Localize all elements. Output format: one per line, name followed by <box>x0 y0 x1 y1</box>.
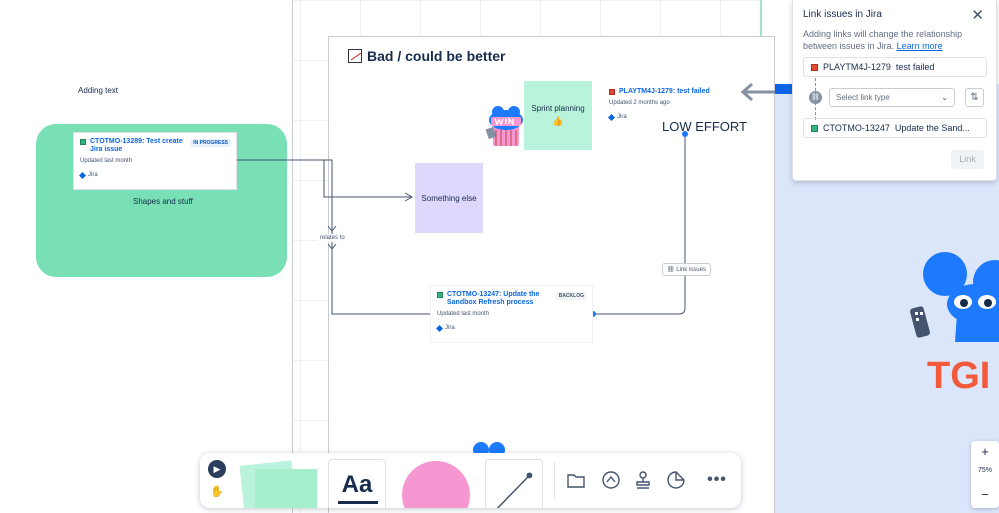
text-tool[interactable]: Aa <box>328 459 386 508</box>
target-issue-row: CTOTMO-13247 Update the Sand... <box>803 118 987 138</box>
close-icon[interactable]: ✕ <box>971 7 984 24</box>
line-tool-icon <box>496 472 533 508</box>
swap-direction-button[interactable]: ⇅ <box>965 88 984 107</box>
sticky-note-something-else[interactable]: Something else <box>415 163 483 233</box>
card-source: Jira <box>78 171 230 179</box>
toolbar-divider <box>554 462 555 499</box>
dialog-description: Adding links will change the relationshi… <box>803 29 963 51</box>
status-badge: BACKLOG <box>555 292 587 300</box>
card-updated: Updated last month <box>437 311 490 317</box>
mascot-tgi-sticker-icon[interactable]: TGI <box>905 252 999 392</box>
card-updated: Updated 2 months ago <box>609 100 670 106</box>
jira-card-ctotmo-13247[interactable]: CTOTMO-13247: Update the Sandbox Refresh… <box>430 285 593 343</box>
status-badge: IN PROGRESS <box>190 139 231 147</box>
frame-title[interactable]: Bad / could be better <box>348 48 505 64</box>
story-icon <box>80 139 86 145</box>
sticky-note-sprint-planning[interactable]: Sprint planning 👍 <box>524 81 592 150</box>
link-type-select[interactable]: Select link type ⌄ <box>829 88 955 107</box>
link-issues-chip[interactable]: ⛓ Link issues <box>662 263 711 276</box>
link-icon: ⛓ <box>809 91 822 104</box>
zoom-level[interactable]: 75% <box>977 467 992 474</box>
learn-more-link[interactable]: Learn more <box>896 41 943 51</box>
shape-caption[interactable]: Shapes and stuff <box>133 197 193 206</box>
stamp-tool-icon[interactable] <box>632 469 654 491</box>
sticky-text: Something else <box>421 193 477 203</box>
zoom-in-button[interactable]: + <box>981 444 989 459</box>
card-title[interactable]: CTOTMO-13289: Test create Jira issue <box>80 138 230 154</box>
sticker-tool-icon[interactable] <box>665 469 687 491</box>
more-tools-icon[interactable]: ••• <box>707 471 727 488</box>
jira-icon <box>78 171 87 179</box>
zoom-out-button[interactable]: − <box>981 487 989 502</box>
line-tool[interactable] <box>485 459 543 508</box>
chart-decreasing-icon <box>348 49 362 63</box>
shape-tool[interactable] <box>402 461 470 508</box>
card-title[interactable]: CTOTMO-13247: Update the Sandbox Refresh… <box>437 291 586 307</box>
link-issues-dialog: Link issues in Jira ✕ Adding links will … <box>792 0 997 181</box>
svg-text:TGI: TGI <box>927 355 990 392</box>
sticky-note-tool-front[interactable] <box>255 469 317 508</box>
jira-card-playtm4j-1279[interactable]: PLAYTM4J-1279: test failed Updated 2 mon… <box>604 85 710 131</box>
frame-title-text: Bad / could be better <box>367 48 506 64</box>
card-source: Jira <box>607 113 679 121</box>
card-source: Jira <box>435 324 586 332</box>
bug-icon <box>811 63 818 71</box>
link-icon: ⛓ <box>667 267 677 273</box>
jira-icon <box>435 324 444 332</box>
card-title[interactable]: PLAYTM4J-1279: test failed <box>609 88 710 96</box>
chevron-down-icon: ⌄ <box>941 93 948 102</box>
apps-tool-icon[interactable] <box>600 469 622 491</box>
card-updated: Updated last month <box>80 158 133 164</box>
link-button[interactable]: Link <box>951 150 984 169</box>
zoom-controls: + 75% − <box>971 441 999 508</box>
relates-to-label[interactable]: relates to <box>318 234 347 242</box>
select-tool-pointer-icon[interactable]: ▶ <box>208 460 226 478</box>
connector-handle[interactable] <box>775 84 793 94</box>
source-issue-row: PLAYTM4J-1279 test failed <box>803 57 987 77</box>
hand-tool-icon[interactable]: ✋ <box>210 485 224 498</box>
frame-tool-icon[interactable] <box>565 469 587 491</box>
creation-toolbar: ▶ ✋ Aa ••• <box>200 453 741 508</box>
jira-icon <box>607 113 616 121</box>
adding-text-label[interactable]: Adding text <box>78 86 119 95</box>
thumbs-up-icon: 👍 <box>552 116 564 126</box>
jira-card-ctotmo-13289[interactable]: CTOTMO-13289: Test create Jira issue IN … <box>73 132 237 190</box>
low-effort-label[interactable]: LOW EFFORT <box>662 119 747 134</box>
story-icon <box>437 292 443 298</box>
sticky-text: Sprint planning <box>531 104 585 113</box>
bug-icon <box>609 89 615 95</box>
story-icon <box>811 124 818 132</box>
win-cupcake-sticker-icon[interactable] <box>484 100 526 150</box>
dialog-title: Link issues in Jira <box>803 9 882 20</box>
